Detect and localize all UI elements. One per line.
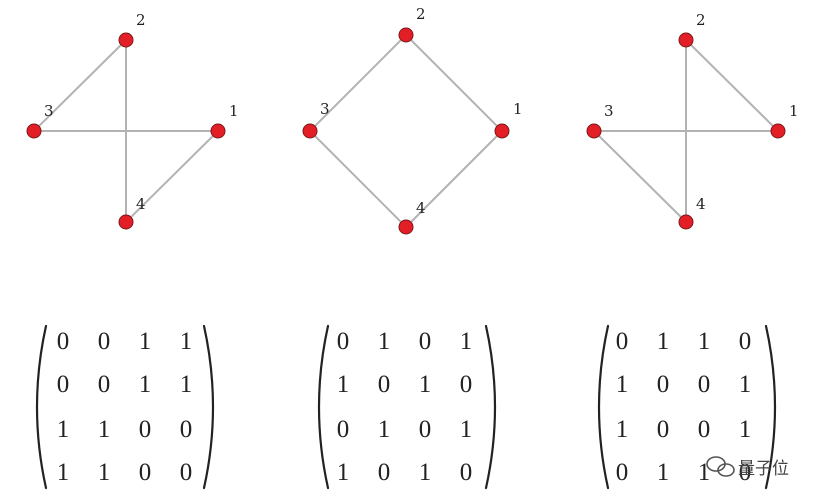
node-label-1: 1 bbox=[513, 100, 523, 118]
graph-3: 1 2 3 4 bbox=[586, 11, 799, 230]
matrix-cell: 1 bbox=[98, 416, 111, 443]
matrix-cell: 0 bbox=[698, 416, 711, 443]
node-3 bbox=[586, 123, 602, 139]
matrix-cell: 0 bbox=[616, 328, 629, 355]
matrix-cell: 1 bbox=[57, 416, 70, 443]
node-label-1: 1 bbox=[229, 102, 239, 120]
node-4 bbox=[678, 214, 694, 230]
matrix-cell: 1 bbox=[180, 328, 193, 355]
node-2 bbox=[678, 32, 694, 48]
edge-3-2 bbox=[309, 34, 407, 132]
adjacency-matrix-3: 0 1 1 0 1 0 0 1 1 0 0 1 0 1 1 0 bbox=[597, 324, 777, 490]
matrix-cell: 0 bbox=[698, 371, 711, 398]
matrix-cell: 0 bbox=[337, 328, 350, 355]
matrix-cell: 1 bbox=[139, 371, 152, 398]
node-4 bbox=[398, 219, 414, 235]
node-2 bbox=[118, 32, 134, 48]
matrix-cell: 1 bbox=[739, 371, 752, 398]
matrix-cell: 0 bbox=[98, 328, 111, 355]
node-label-3: 3 bbox=[320, 100, 330, 118]
edge-4-1 bbox=[405, 130, 503, 228]
matrix-cell: 0 bbox=[378, 371, 391, 398]
adjacency-matrix-1: 0 0 1 1 0 0 1 1 1 1 0 0 1 1 0 0 bbox=[35, 324, 215, 490]
matrix-cell: 0 bbox=[337, 416, 350, 443]
matrix-cell: 0 bbox=[739, 459, 752, 486]
matrix-cell: 1 bbox=[657, 328, 670, 355]
matrix-cell: 0 bbox=[180, 416, 193, 443]
matrix-right-paren bbox=[202, 324, 215, 490]
matrix-right-paren bbox=[484, 324, 497, 490]
matrix-cell: 0 bbox=[419, 328, 432, 355]
matrix-cell: 0 bbox=[657, 371, 670, 398]
node-label-3: 3 bbox=[44, 102, 54, 120]
matrix-cell: 1 bbox=[378, 328, 391, 355]
matrix-cell: 1 bbox=[460, 416, 473, 443]
matrix-cell: 1 bbox=[616, 371, 629, 398]
node-label-1: 1 bbox=[789, 102, 799, 120]
node-label-4: 4 bbox=[136, 195, 146, 213]
matrix-cell: 0 bbox=[657, 416, 670, 443]
edge-3-2 bbox=[33, 39, 127, 132]
adjacency-matrix-2: 0 1 0 1 1 0 1 0 0 1 0 1 1 0 1 0 bbox=[317, 324, 497, 490]
matrix-cell: 0 bbox=[98, 371, 111, 398]
matrix-cell: 0 bbox=[616, 459, 629, 486]
matrix-cell: 1 bbox=[616, 416, 629, 443]
matrix-cell: 0 bbox=[460, 459, 473, 486]
matrix-cell: 1 bbox=[180, 371, 193, 398]
node-3 bbox=[302, 123, 318, 139]
matrix-cell: 1 bbox=[337, 459, 350, 486]
matrix-cell: 0 bbox=[180, 459, 193, 486]
matrix-right-paren bbox=[764, 324, 777, 490]
matrix-cell: 1 bbox=[337, 371, 350, 398]
node-2 bbox=[398, 27, 414, 43]
matrix-cell: 0 bbox=[378, 459, 391, 486]
matrix-cell: 1 bbox=[419, 459, 432, 486]
matrix-cell: 0 bbox=[57, 328, 70, 355]
matrix-left-paren bbox=[35, 324, 48, 490]
matrix-cell: 0 bbox=[139, 459, 152, 486]
matrix-cell: 1 bbox=[139, 328, 152, 355]
watermark: 量子位 bbox=[706, 456, 789, 479]
edge-1-4 bbox=[125, 130, 219, 223]
node-label-2: 2 bbox=[416, 5, 426, 23]
node-1 bbox=[770, 123, 786, 139]
graph-1: 1 2 3 4 bbox=[26, 11, 239, 230]
watermark-text: 量子位 bbox=[738, 459, 789, 479]
matrix-left-paren bbox=[597, 324, 610, 490]
matrix-cell: 1 bbox=[657, 459, 670, 486]
wechat-icon bbox=[706, 456, 735, 477]
matrix-cell: 1 bbox=[57, 459, 70, 486]
graphs-layer: 1 2 3 4 1 2 3 4 1 2 3 4 bbox=[26, 5, 799, 235]
matrix-cell: 0 bbox=[57, 371, 70, 398]
matrix-cell: 1 bbox=[698, 328, 711, 355]
matrix-cell: 0 bbox=[460, 371, 473, 398]
node-label-2: 2 bbox=[696, 11, 706, 29]
node-1 bbox=[494, 123, 510, 139]
matrix-cell: 1 bbox=[378, 416, 391, 443]
edge-2-1 bbox=[405, 34, 503, 132]
edge-3-4 bbox=[593, 130, 687, 223]
node-3 bbox=[26, 123, 42, 139]
matrix-cell: 1 bbox=[739, 416, 752, 443]
graph-2: 1 2 3 4 bbox=[302, 5, 523, 235]
matrix-cell: 0 bbox=[739, 328, 752, 355]
matrix-cell: 1 bbox=[698, 459, 711, 486]
matrix-cell: 1 bbox=[460, 328, 473, 355]
matrix-cell: 0 bbox=[419, 416, 432, 443]
matrix-cell: 1 bbox=[419, 371, 432, 398]
matrix-cell: 1 bbox=[98, 459, 111, 486]
node-1 bbox=[210, 123, 226, 139]
edge-3-4 bbox=[309, 130, 407, 228]
node-label-4: 4 bbox=[696, 195, 706, 213]
node-label-4: 4 bbox=[416, 199, 426, 217]
node-4 bbox=[118, 214, 134, 230]
matrix-cell: 0 bbox=[139, 416, 152, 443]
node-label-3: 3 bbox=[604, 102, 614, 120]
matrices-layer: 0 0 1 1 0 0 1 1 1 1 0 0 1 1 0 0 0 1 0 1 1 0 1 0 0 1 0 1 1 0 1 0 0 1 1 0 1 0 0 1… bbox=[35, 324, 777, 490]
matrix-left-paren bbox=[317, 324, 330, 490]
node-label-2: 2 bbox=[136, 11, 146, 29]
edge-2-1 bbox=[685, 39, 779, 132]
